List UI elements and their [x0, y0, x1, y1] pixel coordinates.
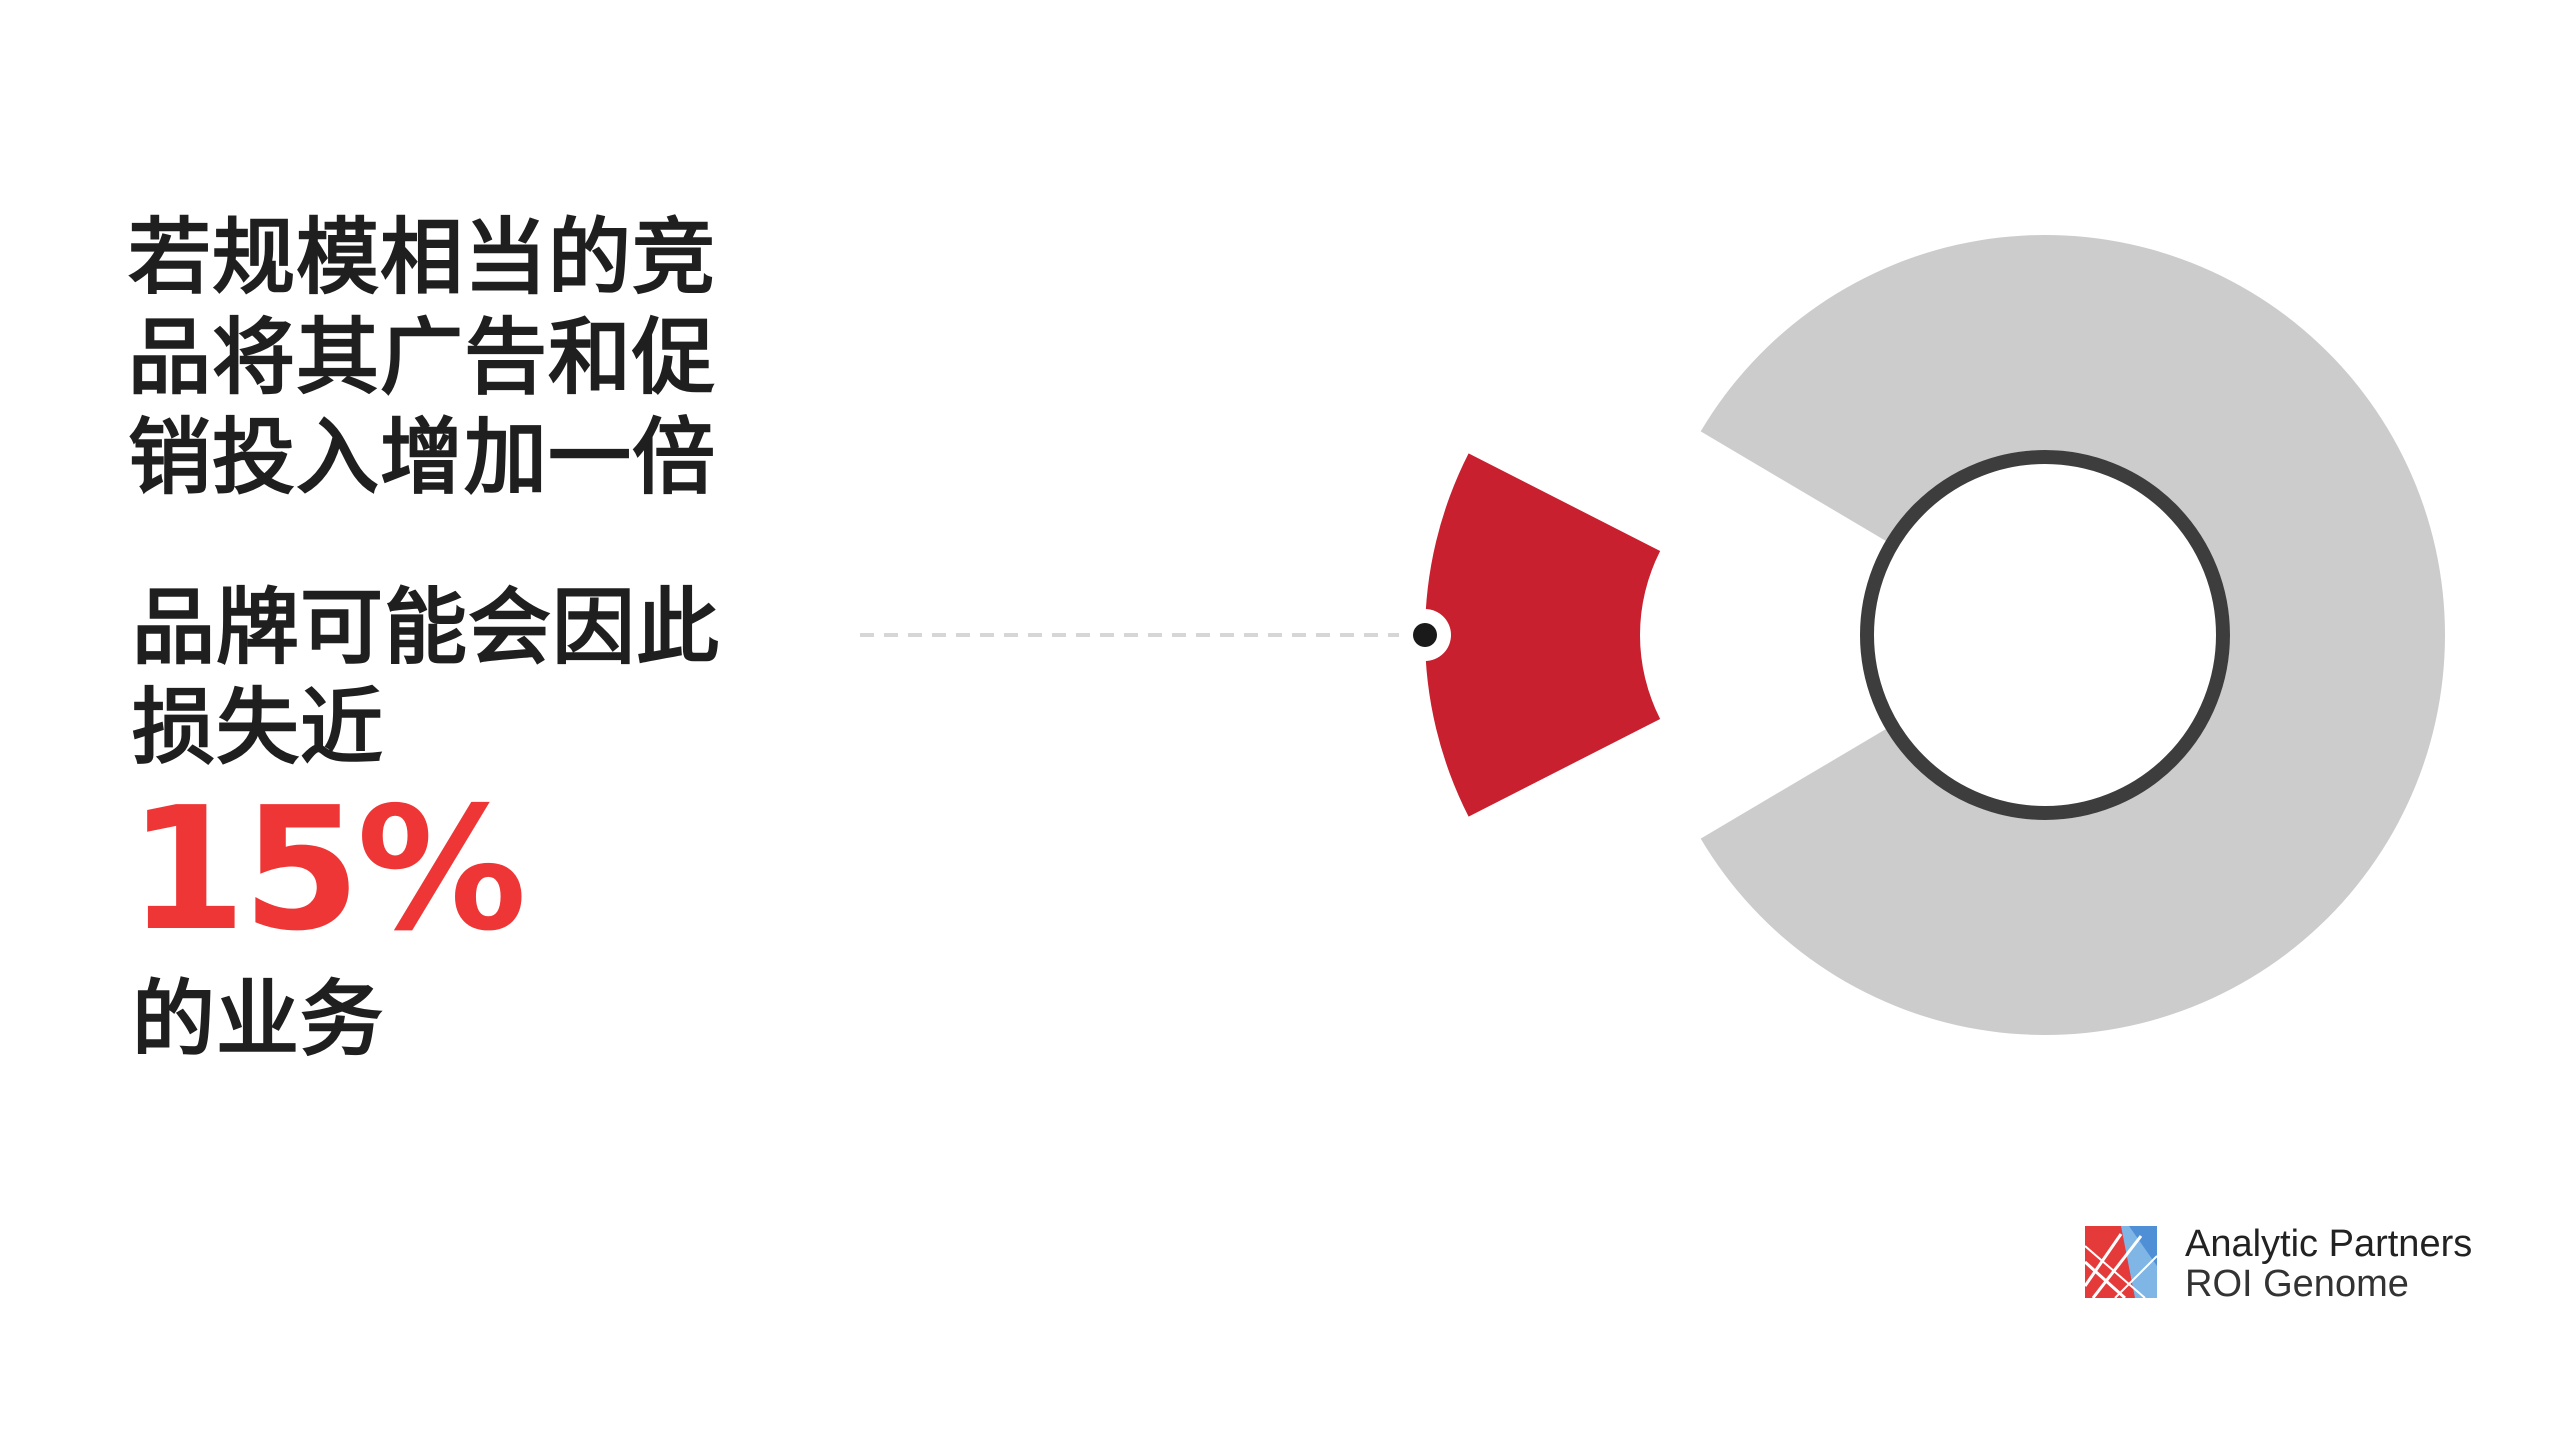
stat-value: 15%: [128, 771, 527, 969]
analytic-partners-logo-icon: [2085, 1226, 2157, 1298]
headline-text: 若规模相当的竞品将其广告和促销投入增加一倍: [128, 209, 716, 506]
brand-logo: Analytic Partners ROI Genome: [2085, 1222, 2485, 1305]
donut-inner-ring: [1860, 450, 2230, 820]
brand-name: Analytic Partners: [2185, 1223, 2473, 1265]
remaining-business-segment: [1700, 234, 2445, 1035]
brand-product: ROI Genome: [2185, 1263, 2409, 1305]
impact-subtext: 品牌可能会因此损失近: [132, 579, 720, 776]
marker-dot: [1413, 623, 1437, 647]
stat-suffix: 的业务: [132, 971, 384, 1068]
lost-business-segment: [1425, 453, 1661, 817]
